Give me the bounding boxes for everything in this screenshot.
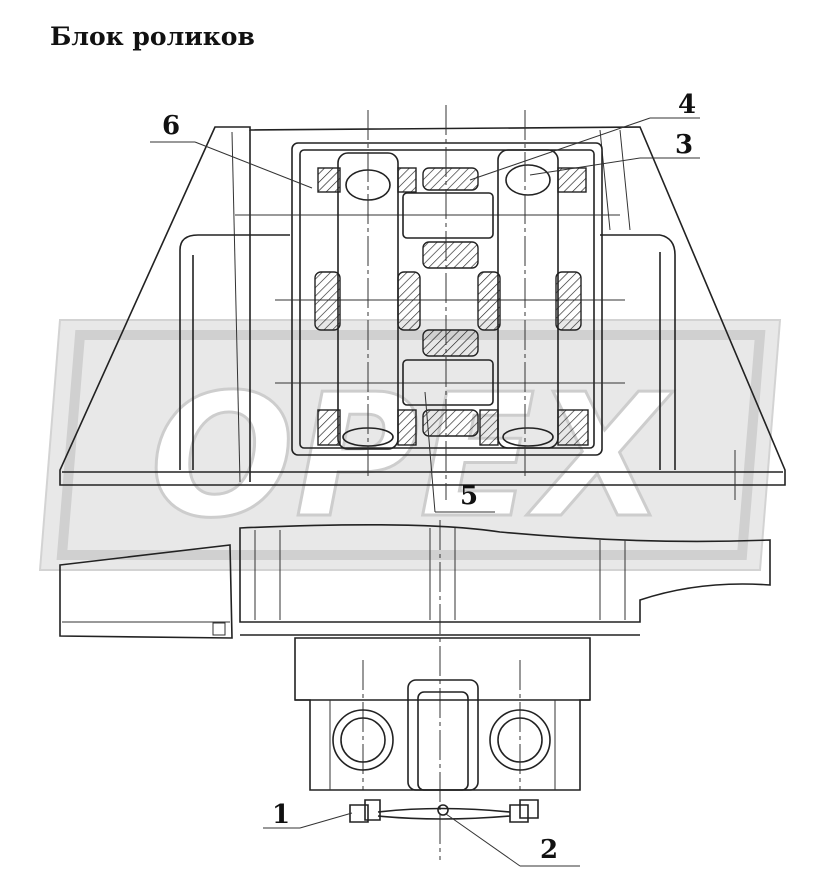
callout-2-label: 2 — [540, 835, 558, 865]
callout-4-label: 4 — [678, 90, 696, 120]
callout-1: 1 — [263, 800, 353, 830]
upper-housing — [59, 126, 786, 486]
bearings — [314, 167, 589, 446]
callout-6: 6 — [150, 111, 313, 189]
page-title: Блок роликов — [50, 22, 255, 51]
callout-1-label: 1 — [272, 800, 290, 830]
callout-3: 3 — [529, 130, 700, 176]
locking-wire — [349, 799, 539, 823]
callout-5-label: 5 — [460, 481, 478, 511]
callout-6-label: 6 — [162, 111, 180, 141]
centerlines — [362, 105, 736, 860]
callout-3-label: 3 — [675, 130, 693, 160]
watermark-text: OPEX — [150, 358, 674, 556]
inner-frame — [291, 142, 603, 456]
callout-4: 4 — [469, 90, 700, 181]
callout-2: 2 — [445, 813, 580, 867]
lower-block — [294, 637, 591, 791]
callout-5: 5 — [424, 391, 495, 513]
middle-body — [59, 524, 771, 639]
